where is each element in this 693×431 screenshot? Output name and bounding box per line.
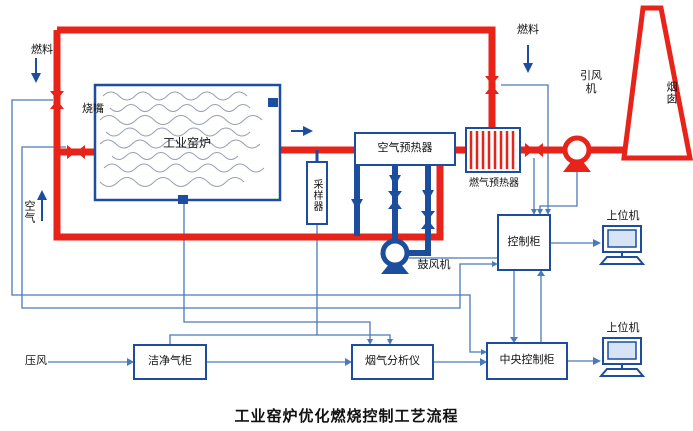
flow-arrows — [31, 45, 533, 221]
arrowhead-icon — [593, 357, 601, 365]
control-cabinet-label: 控制柜 — [507, 236, 541, 248]
fuel-right-arrow-icon — [523, 63, 533, 73]
central-control-cabinet-box — [486, 342, 568, 380]
arrowhead-icon — [545, 209, 551, 215]
furnace-label: 工业窑炉 — [162, 136, 211, 150]
arrowhead-icon — [387, 339, 393, 345]
down-arrow-icon — [351, 199, 363, 210]
arrowhead-icon — [481, 349, 487, 355]
signal-lines — [11, 84, 601, 366]
induced-draft-fan-label: 引风机 — [580, 70, 602, 95]
arrowhead-icon — [345, 358, 352, 366]
chimney-shape — [621, 5, 693, 161]
fuel-right-label: 燃料 — [517, 24, 539, 36]
fuel-valve-icon — [50, 91, 64, 100]
signal-furnace-to-analyzer — [183, 200, 371, 339]
chimney-label: 烟囱 — [665, 81, 677, 105]
air-preheater-box — [354, 132, 456, 166]
host-computer-bottom-icon — [598, 337, 646, 377]
signal-fuel-valve-to-central-cabinet — [11, 99, 481, 353]
flame-lines — [99, 91, 265, 187]
fuel-left-arrow-icon — [31, 73, 41, 83]
arrowhead-icon — [127, 358, 134, 366]
flue-valve-icon — [534, 143, 543, 157]
furnace-port-top — [268, 98, 278, 107]
flue-gas-analyzer-box — [351, 344, 434, 380]
arrowhead-icon — [537, 209, 543, 215]
air-valve-icon — [388, 191, 402, 200]
pipe-fuel-and-return-loop — [53, 30, 444, 241]
fuel-valve2-icon — [485, 76, 499, 85]
furnace-sensor-port — [178, 195, 188, 204]
air-valve2-icon — [421, 211, 435, 220]
signal-sampler-to-analyzer — [316, 224, 391, 339]
air-label: 空气 — [23, 200, 35, 224]
compressed-air-label: 压风 — [25, 355, 47, 367]
arrowhead-icon — [593, 239, 601, 247]
signal-burner-valve-to-control-cabinet — [21, 146, 492, 309]
fuel-valve-icon — [50, 100, 64, 109]
air-up-arrow-icon — [37, 190, 47, 200]
arrowhead-icon — [480, 358, 487, 366]
blower-label: 鼓风机 — [417, 259, 451, 271]
blower-fan-icon — [380, 238, 410, 268]
flue-valve-icon — [525, 143, 534, 157]
gas-preheater-fins — [469, 131, 515, 169]
burner-label: 烧嘴 — [82, 103, 104, 115]
control-cabinet-box — [497, 214, 551, 271]
host-computer-bottom-label: 上位机 — [606, 322, 640, 334]
host-computer-top-label: 上位机 — [606, 210, 640, 222]
arrowhead-icon — [537, 270, 545, 276]
valves — [50, 76, 543, 229]
sampler-label: 采样器 — [311, 178, 322, 212]
arrowhead-icon — [531, 209, 537, 215]
sampler-box — [306, 161, 328, 225]
signal-cleangas-to-sampler-line — [169, 334, 317, 345]
gas-preheater-label: 燃气预热器 — [469, 178, 519, 189]
arrowhead-icon — [510, 337, 518, 343]
burner-valve-icon — [67, 145, 76, 159]
down-arrow-icon — [389, 175, 401, 186]
signal-fan-to-control-cabinet — [539, 171, 578, 209]
burner-valve-icon — [76, 145, 85, 159]
signal-fuel-valve2-to-control-cabinet — [501, 84, 549, 209]
gas-preheater-box — [465, 127, 521, 173]
induced-draft-fan-icon — [562, 135, 592, 165]
fuel-valve2-icon — [485, 85, 499, 94]
arrowhead-icon — [492, 261, 498, 267]
clean-gas-cabinet-box — [133, 344, 207, 380]
central-control-cabinet-label: 中央控制柜 — [499, 354, 555, 366]
arrowhead-icon — [367, 339, 373, 345]
air-preheater-label: 空气预热器 — [377, 142, 433, 154]
down-arrow-icon — [422, 190, 434, 201]
flue-gas-analyzer-label: 烟气分析仪 — [365, 355, 420, 367]
fuel-left-label: 燃料 — [31, 44, 53, 56]
air-valve-icon — [388, 200, 402, 209]
flue-right-arrow-icon — [303, 126, 313, 136]
clean-gas-cabinet-label: 洁净气柜 — [148, 355, 192, 367]
diagram-title: 工业窑炉优化燃烧控制工艺流程 — [234, 408, 459, 425]
pipe-fuel-top — [57, 26, 496, 128]
air-valve2-icon — [421, 220, 435, 229]
host-computer-top-icon — [598, 225, 646, 265]
